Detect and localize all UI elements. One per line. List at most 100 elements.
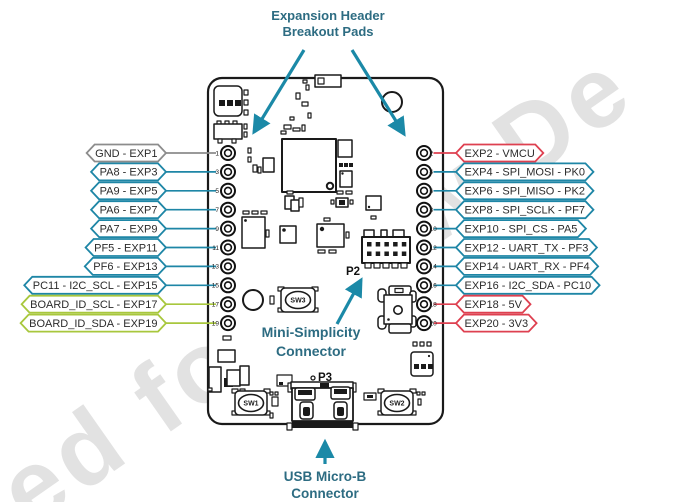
- pin-label-text: EXP8 - SPI_SCLK - PF7: [465, 205, 585, 217]
- pin-label-text: EXP4 - SPI_MOSI - PK0: [465, 167, 585, 179]
- pad-inner-ring: [419, 186, 429, 196]
- pad-inner-ring: [419, 281, 429, 290]
- pin-label-hexagon: [89, 200, 168, 220]
- pin-label-hexagon: [20, 294, 168, 314]
- pin-label-hexagon: [454, 275, 601, 295]
- pin-label-text: EXP10 - SPI_CS - PA5: [465, 223, 578, 235]
- pad-inner-ring: [223, 205, 233, 214]
- right-pin-row-exp8: EXP8 - SPI_SCLK - PF7 8: [416, 200, 595, 220]
- pin-label-text: PA8 - EXP3: [100, 167, 158, 179]
- pin-number: 20: [430, 320, 438, 327]
- left-pin-row-exp13: PF6 - EXP13 13: [83, 256, 236, 276]
- pin-number: 9: [215, 226, 219, 233]
- pin-number: 14: [430, 264, 438, 271]
- pad-inner-ring: [419, 318, 429, 328]
- left-pin-row-exp19: BOARD_ID_SDA - EXP19 19: [19, 313, 236, 333]
- pin-label-text: EXP6 - SPI_MISO - PK2: [465, 186, 585, 198]
- pin-label-hexagon: [85, 143, 168, 163]
- pin-label-text: PC11 - I2C_SCL - EXP15: [33, 280, 158, 292]
- expansion-left-arrow: [252, 49, 306, 135]
- pin-label-hexagon: [454, 219, 588, 239]
- pin-label-hexagon: [89, 181, 168, 201]
- pin-label-text: PA9 - EXP5: [100, 186, 158, 198]
- pad-inner-ring: [419, 205, 429, 214]
- title-line1: Expansion Header: [271, 8, 384, 23]
- pad-inner-ring: [223, 262, 233, 271]
- top-left-ic: [213, 85, 249, 117]
- pin-label-text: EXP2 - VMCU: [465, 148, 535, 160]
- pin-label-hexagon: [84, 238, 168, 257]
- pad-inner-ring: [419, 243, 429, 252]
- pin-number: 8: [430, 207, 434, 214]
- pin-label-hexagon: [454, 162, 595, 182]
- sw3-button: SW3: [269, 286, 319, 313]
- right-pin-row-exp12: EXP12 - UART_TX - PF3 12: [416, 238, 599, 257]
- pin-number: 11: [212, 245, 219, 252]
- pin-label-text: EXP20 - 3V3: [465, 318, 529, 330]
- pin-number: 3: [215, 169, 219, 176]
- right-pin-row-exp2: EXP2 - VMCU 2: [416, 143, 545, 163]
- board-components: P2 SW3: [207, 74, 434, 431]
- expansion-right-arrow: [350, 49, 406, 137]
- mini-simplicity-arrow: [335, 277, 363, 325]
- bottom-right-ic: [410, 341, 434, 377]
- left-tall-ic: [241, 210, 270, 249]
- bottom-left-components: [207, 335, 250, 401]
- pin-number: 19: [212, 320, 220, 327]
- pad-inner-ring: [419, 224, 429, 233]
- pin-label-text: BOARD_ID_SDA - EXP19: [29, 318, 157, 330]
- hole: [242, 289, 264, 311]
- below-mcu-components: [284, 190, 354, 212]
- pad-inner-ring: [419, 300, 429, 309]
- pad-inner-ring: [419, 262, 429, 271]
- right-pin-row-exp20: EXP20 - 3V3 20: [416, 313, 538, 333]
- pin-label-text: EXP18 - 5V: [465, 299, 523, 311]
- mini-simplicity-label-line1: Mini-Simplicity: [262, 324, 361, 340]
- pin-label-text: PA6 - EXP7: [100, 205, 158, 217]
- center-square-ics: [279, 217, 350, 254]
- pin-label-hexagon: [454, 313, 538, 333]
- annotation-arrows: [252, 49, 406, 464]
- pin-label-text: EXP14 - UART_RX - PF4: [465, 261, 590, 273]
- pin-number: 2: [430, 150, 434, 157]
- pin-label-text: EXP12 - UART_TX - PF3: [465, 242, 589, 254]
- pin-label-text: PF6 - EXP13: [93, 261, 157, 273]
- pin-number: 17: [212, 302, 220, 309]
- pin-number: 13: [212, 264, 220, 271]
- pin-label-hexagon: [454, 294, 532, 314]
- sw2-label: SW2: [389, 401, 404, 408]
- usb-label-line1: USB Micro-B: [284, 469, 367, 484]
- mini-simplicity-label-line2: Connector: [276, 343, 347, 359]
- sw1-button: SW1: [231, 388, 279, 419]
- mcu-chip: [281, 138, 337, 193]
- passives-cluster: [280, 92, 312, 135]
- pin-label-text: PF5 - EXP11: [94, 242, 157, 254]
- pad-inner-ring: [223, 318, 233, 328]
- pin-number: 16: [430, 283, 438, 290]
- pad-inner-ring: [419, 167, 429, 177]
- pin-label-hexagon: [23, 275, 168, 295]
- pad-inner-ring: [223, 243, 233, 252]
- pad-inner-ring: [223, 148, 233, 158]
- pad-inner-ring: [223, 167, 233, 177]
- passive: [247, 147, 252, 154]
- sw1-label: SW1: [243, 401, 258, 408]
- right-of-mcu-components: [336, 139, 353, 195]
- pin-number: 12: [430, 245, 438, 252]
- sw2-button: SW2: [363, 388, 426, 416]
- pin-label-hexagon: [89, 219, 168, 239]
- right-square-ic: [365, 195, 382, 220]
- pin-label-hexagon: [83, 256, 168, 276]
- right-pin-row-exp14: EXP14 - UART_RX - PF4 14: [416, 256, 600, 276]
- mini-simplicity-header-p2: [361, 229, 411, 269]
